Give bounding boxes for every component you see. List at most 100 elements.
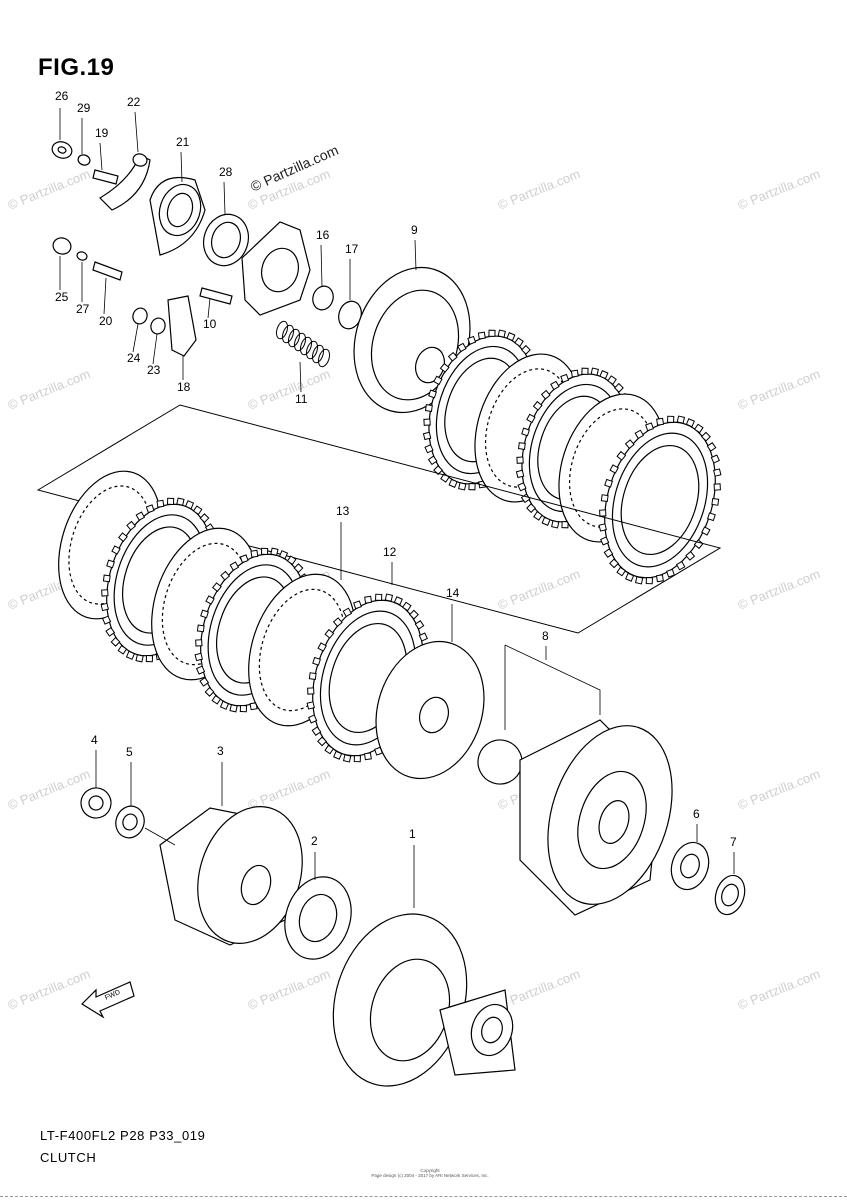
- callout-6[interactable]: 6: [693, 807, 700, 821]
- background-watermark: © Partzilla.com: [736, 966, 823, 1013]
- drive-gear-1: [470, 1003, 514, 1057]
- callout-22[interactable]: 22: [127, 95, 141, 109]
- callout-21[interactable]: 21: [176, 135, 190, 149]
- one-way-clutch-2: [284, 876, 352, 960]
- leader-lines: [59, 108, 735, 908]
- leader-line-24: [132, 323, 139, 353]
- leader-line-23: [152, 333, 158, 365]
- washer-23: [150, 317, 166, 335]
- figure-title: FIG.19: [38, 54, 115, 81]
- release-shaft-18: [167, 295, 197, 357]
- release-arm-22: [99, 154, 151, 211]
- background-watermark: © Partzilla.com: [246, 766, 333, 813]
- leader-line-5-hub: [144, 827, 176, 846]
- washer-29: [77, 154, 91, 166]
- callout-13[interactable]: 13: [336, 504, 350, 518]
- leader-line-10: [207, 297, 211, 319]
- callout-12[interactable]: 12: [383, 545, 397, 559]
- callout-17[interactable]: 17: [345, 242, 359, 256]
- background-watermark: © Partzilla.com: [496, 566, 583, 613]
- background-watermark: © Partzilla.com: [6, 366, 93, 413]
- bearing-16: [312, 285, 334, 311]
- cam-bore-inner: [166, 192, 194, 228]
- leader-line-16: [320, 244, 323, 287]
- callout-27[interactable]: 27: [76, 302, 90, 316]
- background-watermark: © Partzilla.com: [6, 166, 93, 213]
- callout-29[interactable]: 29: [77, 101, 91, 115]
- background-watermark: © Partzilla.com: [496, 966, 583, 1013]
- bolt-20: [92, 261, 123, 281]
- callout-25[interactable]: 25: [55, 290, 69, 304]
- callout-26[interactable]: 26: [55, 89, 69, 103]
- copyright-notice: Copyright Page design (c) 2004 - 2017 by…: [370, 1168, 490, 1178]
- washer-6-hole: [680, 853, 700, 879]
- nut-26-hole: [57, 146, 67, 154]
- one-way-clutch-2-inner: [298, 893, 338, 943]
- washer-27: [76, 251, 88, 261]
- callout-4[interactable]: 4: [91, 733, 98, 747]
- background-watermark: © Partzilla.com: [736, 766, 823, 813]
- leader-line-20: [103, 277, 107, 315]
- friction-plate-upper-3: [598, 415, 722, 585]
- callout-24[interactable]: 24: [127, 351, 141, 365]
- housing-8-face: [547, 725, 673, 905]
- callout-20[interactable]: 20: [99, 314, 113, 328]
- leader-line-8-bracket: [504, 644, 601, 730]
- callout-28[interactable]: 28: [219, 165, 233, 179]
- callout-14[interactable]: 14: [446, 586, 460, 600]
- background-watermark: © Partzilla.com: [736, 366, 823, 413]
- background-watermark: © Partzilla.com: [6, 766, 93, 813]
- copyright-line: Copyright: [420, 1168, 440, 1173]
- housing-8-ring: [577, 770, 647, 870]
- bearing-28-inner: [210, 221, 242, 259]
- copyright-line: Page design (c) 2004 - 2017 by ARI Netwo…: [371, 1173, 489, 1178]
- callout-11[interactable]: 11: [295, 392, 308, 406]
- footer-rule: [0, 1196, 847, 1197]
- arm-pivot: [132, 153, 148, 167]
- lifter-plate: [241, 221, 311, 316]
- nut-25: [52, 237, 72, 255]
- nut-26: [51, 141, 73, 159]
- leader-line-9: [414, 239, 417, 271]
- washer-5: [115, 805, 145, 839]
- washer-7-hole: [721, 883, 739, 907]
- background-watermark: © Partzilla.com: [246, 366, 333, 413]
- background-watermark: © Partzilla.com: [736, 166, 823, 213]
- background-watermark: © Partzilla.com: [736, 566, 823, 613]
- callout-8[interactable]: 8: [542, 629, 549, 643]
- parts-artwork: [36, 141, 746, 1087]
- housing-8-bore: [598, 800, 630, 844]
- callout-5[interactable]: 5: [126, 745, 133, 759]
- lifter-hub: [260, 247, 300, 293]
- callout-9[interactable]: 9: [411, 223, 418, 237]
- leader-line-28: [223, 181, 226, 215]
- callout-16[interactable]: 16: [316, 228, 330, 242]
- callout-19[interactable]: 19: [95, 126, 109, 140]
- callout-10[interactable]: 10: [203, 317, 217, 331]
- leader-line-22: [134, 111, 139, 153]
- hub-3-bore: [240, 864, 272, 906]
- model-code: LT-F400FL2 P28 P33_019: [40, 1128, 206, 1143]
- leader-line-21: [180, 151, 183, 183]
- callout-2[interactable]: 2: [311, 834, 318, 848]
- callout-3[interactable]: 3: [217, 744, 224, 758]
- callout-18[interactable]: 18: [177, 380, 191, 394]
- background-watermark: © Partzilla.com: [6, 966, 93, 1013]
- nut-4: [80, 787, 112, 819]
- plate-14: [375, 640, 485, 780]
- leader-line-11: [299, 361, 302, 393]
- background-watermark: © Partzilla.com: [496, 166, 583, 213]
- plate-set-outline: [36, 404, 722, 634]
- fwd-arrow-icon: FWD: [81, 981, 135, 1019]
- background-watermark: © Partzilla.com: [246, 966, 333, 1013]
- drive-gear-1-hole: [481, 1016, 503, 1044]
- washer-6: [670, 841, 710, 891]
- callout-23[interactable]: 23: [147, 363, 161, 377]
- callout-1[interactable]: 1: [409, 827, 416, 841]
- bolt-19: [92, 169, 119, 185]
- section-name: CLUTCH: [40, 1150, 97, 1165]
- callout-7[interactable]: 7: [730, 835, 737, 849]
- leader-line-19: [99, 142, 103, 171]
